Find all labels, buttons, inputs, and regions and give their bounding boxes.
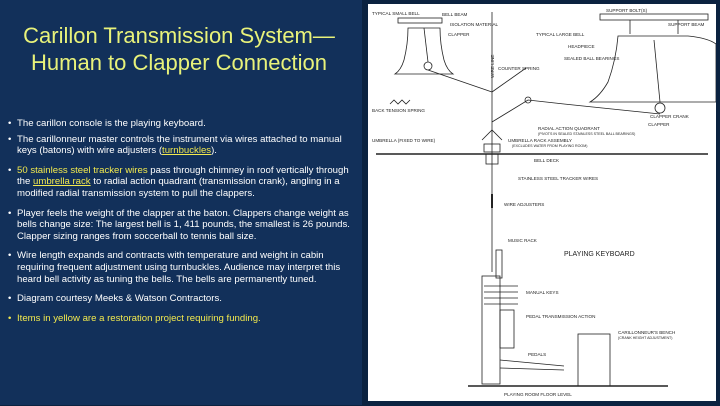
bullet-text: pass through chimney in roof vertically … (17, 164, 349, 188)
turnbuckles-link[interactable]: turnbuckles (162, 145, 212, 157)
pedal (499, 367, 565, 371)
bullet-item: The carillon console is the playing keyb… (8, 118, 356, 130)
text-panel: Carillon Transmission System—Human to Cl… (0, 0, 362, 405)
label-umbrella: UMBRELLA (FIXED TO WIRE) (372, 138, 436, 143)
quadrant-pivot (524, 96, 532, 104)
bullet-item: The carillonneur master controls the ins… (8, 134, 356, 157)
label-support-beam: SUPPORT BEAM (668, 22, 705, 27)
support-beam (599, 13, 709, 21)
bullet-text: Diagram courtesy Meeks & Watson Contract… (17, 293, 222, 305)
back-tension-spring (389, 99, 411, 105)
label-pedal-action: PEDAL TRANSMISSION ACTION (526, 314, 595, 319)
label-wire-line: WIRE LINE (490, 55, 495, 78)
bullet-text: The carillonneur master controls the ins… (17, 133, 342, 157)
bell-beam (397, 17, 443, 24)
restoration-note: Items in yellow are a restoration projec… (17, 312, 261, 324)
label-radial-quadrant: RADIAL ACTION QUADRANT (538, 126, 600, 131)
label-counter-spring: COUNTER SPRING (498, 66, 540, 71)
transmission-diagram: TYPICAL SMALL BELL BELL BEAM ISOLATION M… (372, 8, 717, 397)
bullet-list: The carillon console is the playing keyb… (8, 118, 356, 328)
label-back-tension: BACK TENSION SPRING (372, 108, 425, 113)
label-headpiece: HEADPIECE (568, 44, 595, 49)
label-pedals: PEDALS (528, 352, 546, 357)
label-bell-beam: BELL BEAM (442, 12, 468, 17)
label-bench: CARILLONNEUR'S BENCH (618, 330, 675, 335)
small-bell (393, 27, 455, 75)
label-large-bell: TYPICAL LARGE BELL (536, 32, 585, 37)
pedal-action (499, 309, 515, 349)
radial-quadrant (491, 99, 565, 123)
bullet-text: Wire length expands and contracts with t… (17, 250, 341, 285)
bullet-text: to radial action quadrant (transmission … (17, 176, 340, 199)
large-clapper-shaft (653, 39, 661, 103)
bullet-item: 50 stainless steel tracker wires pass th… (8, 165, 356, 200)
label-clapper-small: CLAPPER (448, 32, 470, 37)
label-playing-keyboard: PLAYING KEYBOARD (564, 251, 635, 258)
label-wire-adjusters: WIRE ADJUSTERS (504, 202, 544, 207)
tracker-wires-highlight: 50 stainless steel tracker wires (17, 164, 148, 176)
diagram-panel: TYPICAL SMALL BELL BELL BEAM ISOLATION M… (368, 4, 717, 401)
carillonneur-bench (577, 333, 611, 387)
pedal (499, 359, 565, 367)
label-small-bell: TYPICAL SMALL BELL (372, 11, 420, 16)
label-floor-level: PLAYING ROOM FLOOR LEVEL (504, 392, 572, 397)
bullet-text: The carillon console is the playing keyb… (17, 118, 206, 129)
large-bell (588, 35, 717, 103)
label-clapper-crank: CLAPPER CRANK (650, 114, 690, 119)
large-clapper-ball (654, 102, 666, 114)
umbrella (481, 129, 503, 141)
label-umbrella-note: (EXCLUDES WATER FROM PLAYING ROOM) (512, 144, 587, 148)
small-clapper-shaft (423, 27, 429, 63)
bullet-item: Diagram courtesy Meeks & Watson Contract… (8, 293, 356, 305)
counter-spring-link (491, 67, 527, 93)
bullet-item: Player feels the weight of the clapper a… (8, 208, 356, 243)
label-manual-keys: MANUAL KEYS (526, 290, 559, 295)
small-clapper-ball (423, 61, 433, 71)
umbrella-rack (483, 143, 501, 153)
label-clapper-large: CLAPPER (648, 122, 670, 127)
bullet-text: Player feels the weight of the clapper a… (17, 207, 350, 242)
clapper-crank-link (563, 103, 661, 115)
music-rack (495, 249, 503, 279)
bullet-item: Items in yellow are a restoration projec… (8, 313, 356, 325)
deck-chimney (485, 153, 499, 165)
bullet-text: ). (211, 145, 217, 157)
label-radial-note: (PIVOTS IN SEALED STAINLESS STEEL BALL B… (538, 132, 635, 136)
slide-title: Carillon Transmission System—Human to Cl… (23, 23, 335, 75)
label-bench-note: (CRANK HEIGHT ADJUSTMENT) (618, 336, 672, 340)
label-bearings: SEALED BALL BEARINGS (564, 56, 620, 61)
label-isolation: ISOLATION MATERIAL (450, 22, 499, 27)
label-umbrella-rack: UMBRELLA RACK ASSEMBLY (508, 138, 572, 143)
umbrella-rack-link[interactable]: umbrella rack (33, 176, 91, 188)
label-music-rack: MUSIC RACK (508, 238, 538, 243)
label-bell-deck: BELL DECK (534, 158, 560, 163)
bullet-item: Wire length expands and contracts with t… (8, 250, 356, 285)
small-linkage (427, 69, 493, 93)
label-support-bolts: SUPPORT BOLT(S) (606, 8, 648, 13)
label-tracker-wires: STAINLESS STEEL TRACKER WIRES (518, 176, 598, 181)
